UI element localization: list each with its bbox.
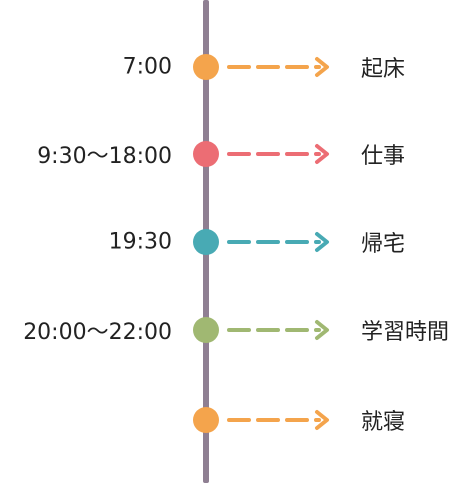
- event-time: 19:30: [108, 229, 172, 255]
- timeline-row-wake: 7:00 起床: [0, 47, 475, 87]
- event-label: 就寝: [361, 410, 406, 435]
- event-time: 9:30〜18:00: [37, 144, 172, 169]
- dashed-arrow-icon: [227, 320, 329, 340]
- event-label: 学習時間: [361, 320, 450, 345]
- timeline-row-return-home: 19:30 帰宅: [0, 222, 475, 262]
- dashed-arrow-icon: [227, 410, 329, 430]
- event-label: 帰宅: [361, 232, 406, 257]
- event-time: 20:00〜22:00: [23, 320, 172, 345]
- event-dot: [193, 317, 219, 343]
- event-label: 仕事: [361, 144, 406, 169]
- event-dot: [193, 407, 219, 433]
- timeline-row-work: 9:30〜18:00 仕事: [0, 134, 475, 174]
- event-dot: [193, 229, 219, 255]
- event-time: 7:00: [122, 54, 172, 80]
- dashed-arrow-icon: [227, 144, 329, 164]
- event-dot: [193, 141, 219, 167]
- timeline-row-sleep: 就寝: [0, 400, 475, 440]
- dashed-arrow-icon: [227, 232, 329, 252]
- dashed-arrow-icon: [227, 57, 329, 77]
- event-label: 起床: [361, 57, 406, 82]
- timeline-row-study: 20:00〜22:00 学習時間: [0, 310, 475, 350]
- event-dot: [193, 54, 219, 80]
